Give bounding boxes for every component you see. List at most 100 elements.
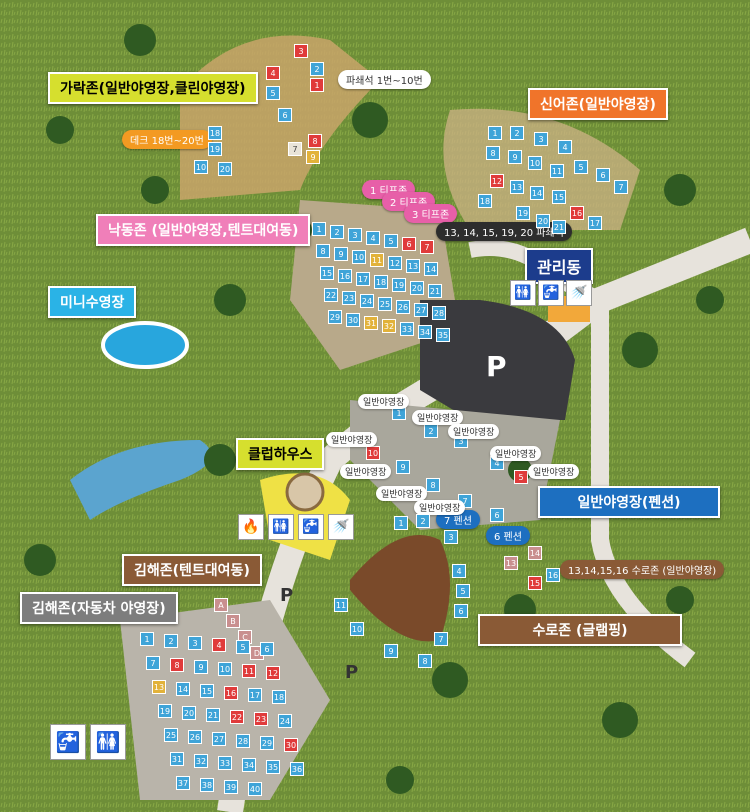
- pension-site-2: 2: [424, 424, 438, 438]
- pension-site-label: 일반야영장: [414, 500, 466, 515]
- gimhae-car-site-39: 39: [224, 780, 238, 794]
- sineo-site-9: 9: [508, 150, 522, 164]
- nakdong-site-20: 20: [410, 281, 424, 295]
- nakdong-site-32: 32: [382, 319, 396, 333]
- gimhae-car-site-27: 27: [212, 732, 226, 746]
- nakdong-site-21: 21: [428, 284, 442, 298]
- sineo-site-6: 6: [596, 168, 610, 182]
- parking-sign-south: P: [345, 662, 359, 683]
- garak-site-10: 10: [194, 160, 208, 174]
- gimhae-car-area: [120, 600, 330, 800]
- pension-site-label: 일반야영장: [326, 432, 378, 447]
- garak-site-1: 1: [310, 78, 324, 92]
- suro-site-6: 6: [454, 604, 468, 618]
- gimhae-car-site-24: 24: [278, 714, 292, 728]
- gimhae-car-site-14: 14: [176, 682, 190, 696]
- sineo-site-4: 4: [558, 140, 572, 154]
- garak-site-18: 18: [208, 126, 222, 140]
- gimhae-car-site-11: 11: [242, 664, 256, 678]
- garak-site-7: 7: [288, 142, 302, 156]
- nakdong-site-1: 1: [312, 222, 326, 236]
- gimhae-car-site-1: 1: [140, 632, 154, 646]
- sineo-site-5: 5: [574, 160, 588, 174]
- club-shower-icon: 🚿: [328, 514, 354, 540]
- gimhae-restroom-icon: 🚻: [90, 724, 126, 760]
- nakdong-site-11: 11: [370, 253, 384, 267]
- garak-site-2: 2: [310, 62, 324, 76]
- gimhae-car-site-10: 10: [218, 662, 232, 676]
- nakdong-site-4: 4: [366, 231, 380, 245]
- nakdong-site-12: 12: [388, 256, 402, 270]
- zone-label-garak: 가락존(일반야영장,클린야영장): [48, 72, 258, 104]
- office-shower-icon: 🚿: [566, 280, 592, 306]
- suro-site-15: 15: [528, 576, 542, 590]
- gimhae-car-site-15: 15: [200, 684, 214, 698]
- zone-label-nakdong: 낙동존 (일반야영장,텐트대여동): [96, 214, 311, 246]
- zone-label-pool: 미니수영장: [48, 286, 137, 318]
- suro-site-8: 8: [418, 654, 432, 668]
- gimhae-car-site-19: 19: [158, 704, 172, 718]
- suro-site-14: 14: [528, 546, 542, 560]
- nakdong-site-22: 22: [324, 288, 338, 302]
- gimhae-car-site-31: 31: [170, 752, 184, 766]
- gimhae-tent-B: B: [226, 614, 240, 628]
- sineo-site-3: 3: [534, 132, 548, 146]
- zone-label-general: 일반야영장(펜션): [538, 486, 720, 518]
- gimhae-car-site-26: 26: [188, 730, 202, 744]
- gimhae-water-icon: 🚰: [50, 724, 86, 760]
- club-water-icon: 🚰: [298, 514, 324, 540]
- nakdong-site-24: 24: [360, 294, 374, 308]
- suro-site-3: 3: [444, 530, 458, 544]
- gimhae-car-site-34: 34: [242, 758, 256, 772]
- nakdong-site-34: 34: [418, 325, 432, 339]
- clubhouse-roof: [285, 472, 325, 512]
- gimhae-car-site-6: 6: [260, 642, 274, 656]
- gimhae-car-site-33: 33: [218, 756, 232, 770]
- nakdong-site-15: 15: [320, 266, 334, 280]
- pension-site-label: 일반야영장: [412, 410, 464, 425]
- nakdong-site-27: 27: [414, 303, 428, 317]
- nakdong-site-8: 8: [316, 244, 330, 258]
- zone-label-gimhae-car: 김해존(자동차 야영장): [20, 592, 178, 624]
- gimhae-car-site-12: 12: [266, 666, 280, 680]
- main-parking: [420, 300, 575, 420]
- parasol-note: 파쇄석 1번~10번: [338, 70, 431, 89]
- sineo-site-16: 16: [570, 206, 584, 220]
- zone-label-clubhouse: 클럽하우스: [236, 438, 325, 470]
- nakdong-site-29: 29: [328, 310, 342, 324]
- nakdong-site-9: 9: [334, 247, 348, 261]
- sineo-site-19: 19: [516, 206, 530, 220]
- nakdong-site-5: 5: [384, 234, 398, 248]
- nakdong-site-35: 35: [436, 328, 450, 342]
- nakdong-site-13: 13: [406, 259, 420, 273]
- nakdong-site-28: 28: [432, 306, 446, 320]
- gimhae-car-site-21: 21: [206, 708, 220, 722]
- gimhae-car-site-37: 37: [176, 776, 190, 790]
- gimhae-car-site-30: 30: [284, 738, 298, 752]
- gimhae-car-site-36: 36: [290, 762, 304, 776]
- nakdong-site-6: 6: [402, 237, 416, 251]
- suro-site-10: 10: [350, 622, 364, 636]
- office-water-icon: 🚰: [538, 280, 564, 306]
- tp-zone-3: 3 티프존: [404, 204, 458, 223]
- gimhae-car-site-4: 4: [212, 638, 226, 652]
- parking-sign-main: P: [486, 350, 507, 383]
- pond: [70, 440, 212, 520]
- pension-site-label: 일반야영장: [448, 424, 500, 439]
- nakdong-site-19: 19: [392, 278, 406, 292]
- mini-pool: [101, 321, 189, 369]
- suro-site-2: 2: [416, 514, 430, 528]
- sineo-site-1: 1: [488, 126, 502, 140]
- nakdong-site-7: 7: [420, 240, 434, 254]
- sineo-site-10: 10: [528, 156, 542, 170]
- suro-site-5: 5: [456, 584, 470, 598]
- sineo-site-12: 12: [490, 174, 504, 188]
- zone-label-office: 관리동: [525, 248, 594, 284]
- nakdong-site-16: 16: [338, 269, 352, 283]
- pension-site-9: 9: [396, 460, 410, 474]
- gimhae-tent-A: A: [214, 598, 228, 612]
- deck-note: 데크 18번~20번: [122, 130, 212, 149]
- sineo-site-20: 20: [536, 214, 550, 228]
- garak-site-6: 6: [278, 108, 292, 122]
- nakdong-site-33: 33: [400, 322, 414, 336]
